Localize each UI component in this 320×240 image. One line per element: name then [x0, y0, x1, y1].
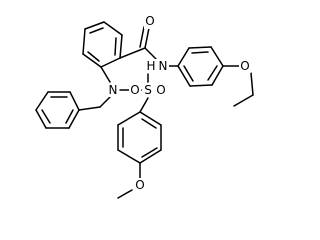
double-bond — [191, 51, 209, 54]
double-bond — [183, 65, 194, 82]
amide-hydrogen-label: H — [146, 59, 155, 73]
bond — [99, 96, 111, 108]
label-bg — [142, 83, 154, 97]
double-bond — [141, 118, 157, 129]
bond — [35, 91, 49, 111]
sulfonyl-oxygen-left-label: O — [130, 83, 139, 97]
double-bond — [89, 27, 104, 34]
sulfonamide-nitrogen-label: N — [109, 83, 118, 97]
ether-oxygen-label: O — [240, 59, 249, 73]
bond — [35, 109, 47, 129]
label-bg — [145, 59, 157, 73]
carbonyl-double-bond — [139, 26, 145, 48]
molecule-svg: O H N O N O S O O — [35, 14, 254, 199]
bond — [211, 65, 224, 86]
bond — [119, 34, 123, 59]
double-bond — [65, 109, 74, 124]
bond — [119, 47, 146, 59]
bond — [139, 149, 162, 164]
bond — [189, 84, 213, 87]
bond — [177, 65, 191, 87]
double-bond — [141, 147, 158, 158]
label-bg — [129, 83, 141, 97]
carbonyl-double-bond — [144, 27, 150, 49]
methoxyphenyl-ring — [117, 111, 162, 164]
bond — [139, 97, 149, 113]
bond — [139, 111, 162, 126]
double-bond — [41, 109, 51, 124]
bond — [100, 57, 121, 68]
methoxy-group — [117, 162, 141, 199]
bond — [69, 91, 80, 111]
atom-labels: O H N O N O S O O — [107, 14, 251, 192]
sulfonyl-oxygen-right-label: O — [156, 83, 165, 97]
ethoxy-group — [222, 65, 254, 107]
amide-group — [119, 26, 179, 67]
bond — [233, 94, 254, 107]
bond — [117, 149, 141, 164]
bond — [188, 46, 212, 49]
label-bg — [157, 59, 169, 73]
bond — [82, 28, 86, 55]
double-bond — [87, 51, 100, 62]
methoxy-oxygen-label: O — [135, 178, 144, 192]
bond — [103, 21, 123, 36]
double-bond — [114, 37, 117, 56]
bond — [100, 66, 111, 83]
bond — [117, 111, 141, 126]
structure-diagram: O H N O N O S O O — [35, 14, 254, 199]
label-bg — [134, 178, 146, 192]
ethoxyphenyl-ring — [177, 46, 224, 87]
bond — [117, 189, 133, 199]
carbonyl-oxygen-label: O — [145, 14, 154, 28]
amide-nitrogen-label: N — [159, 59, 168, 73]
bond — [250, 72, 254, 96]
bond — [177, 47, 190, 67]
bond — [78, 106, 101, 111]
double-bond — [207, 65, 218, 81]
bond — [210, 46, 224, 67]
label-bg — [239, 59, 251, 73]
sulfur-label: S — [144, 83, 152, 97]
label-bg — [107, 83, 119, 97]
bond — [144, 47, 158, 61]
label-bg — [155, 83, 167, 97]
benzamide-ring — [82, 21, 123, 68]
bond — [84, 21, 105, 30]
bond — [82, 53, 102, 68]
benzyl-ring — [35, 91, 101, 129]
label-bg — [144, 15, 156, 29]
bond — [68, 109, 80, 129]
